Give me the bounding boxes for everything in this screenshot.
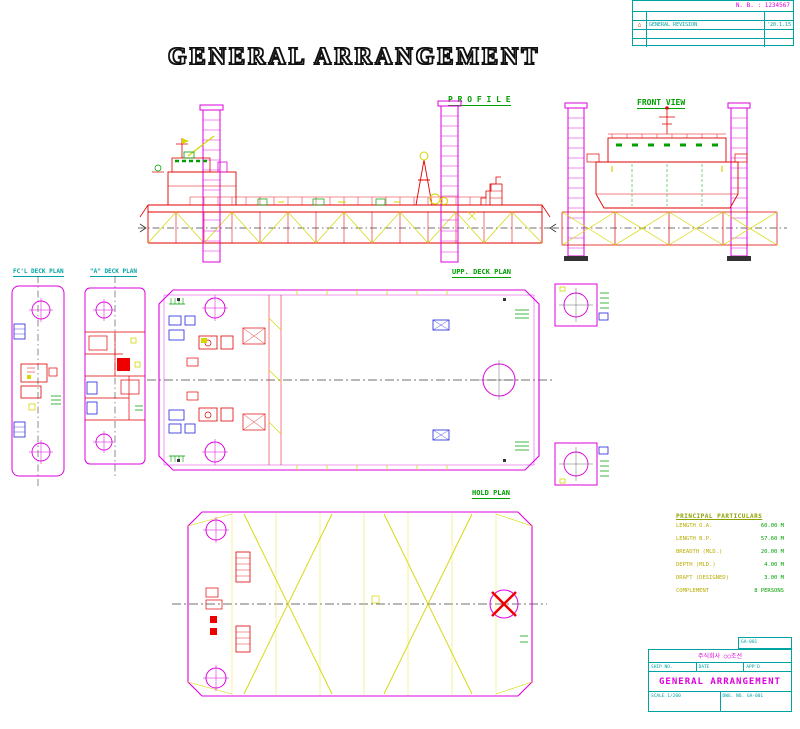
- particulars-title: PRINCIPAL PARTICULARS: [676, 513, 763, 520]
- particular-value: 57.60 M: [760, 536, 784, 542]
- title-block: 주식회사 ○○조선 SHIP NO. DATE APP'D GENERAL AR…: [648, 649, 792, 712]
- revision-date: [765, 12, 793, 20]
- particular-label: DEPTH (MLD.): [676, 562, 716, 568]
- revision-row: [633, 11, 793, 20]
- profile-spud-legs: [199, 100, 462, 263]
- particular-value: 8 PERSONS: [754, 588, 784, 594]
- profile-accommodation-stair: [476, 176, 503, 206]
- hold-misc: [371, 595, 528, 643]
- particular-label: LENGTH O.A.: [676, 523, 713, 529]
- particular-label: BREADTH (MLD.): [676, 549, 723, 555]
- upper-deck-machinery: [168, 295, 282, 465]
- a-deck-plan-drawing: [84, 276, 146, 476]
- revision-block: N. B. : 1234567 △ GENERAL REVISION '20.1…: [632, 0, 794, 47]
- spud-well-detail-bottom: [554, 442, 609, 486]
- revision-row: △ GENERAL REVISION '20.1.15: [633, 20, 793, 29]
- fcl-deck-plan-drawing: [11, 276, 65, 486]
- particulars-row: BREADTH (MLD.) 20.00 M: [676, 549, 784, 556]
- revision-note: GENERAL REVISION: [647, 21, 765, 29]
- particular-label: COMPLEMENT: [676, 588, 710, 594]
- drawing-title: GENERAL ARRANGEMENT: [649, 672, 791, 692]
- particular-label: DRAFT (DESIGNED): [676, 575, 729, 581]
- front-view-drawing: [552, 102, 787, 261]
- profile-hull: [139, 204, 551, 244]
- field-cell: SHIP NO.: [649, 663, 697, 671]
- upper-deck-fittings-right: [177, 290, 529, 470]
- revision-note: [647, 39, 765, 47]
- particulars-row: LENGTH O.A. 60.00 M: [676, 523, 784, 530]
- revision-note: [647, 12, 765, 20]
- profile-deck-railing: [189, 196, 487, 205]
- revision-date: [765, 39, 793, 47]
- field-cell: APP'D: [746, 665, 760, 670]
- profile-deckhouse: [152, 135, 237, 206]
- particular-value: 3.00 M: [764, 575, 784, 581]
- title-block-footer: SCALE 1/200 DWG. NO. GA-001: [649, 692, 791, 711]
- profile-deck-fittings: [257, 198, 477, 221]
- scale-cell: SCALE 1/200: [649, 692, 721, 711]
- particulars-row: LENGTH B.P. 57.60 M: [676, 536, 784, 543]
- revision-note: [647, 30, 765, 38]
- field-cell: DATE: [697, 663, 745, 671]
- revision-date: [765, 30, 793, 38]
- title-block-strip: GA-001: [738, 637, 792, 649]
- particular-label: LENGTH B.P.: [676, 536, 713, 542]
- particulars-row: DEPTH (MLD.) 4.00 M: [676, 562, 784, 569]
- front-truss: [561, 211, 778, 246]
- revision-mark: △: [633, 21, 647, 29]
- revision-mark: [633, 39, 647, 47]
- hold-crossed-well: [489, 589, 519, 619]
- revision-mark: [633, 12, 647, 20]
- title-block-fields: SHIP NO. DATE APP'D: [649, 663, 791, 672]
- profile-view-drawing: [138, 100, 558, 263]
- upper-deck-moonpool: [479, 360, 519, 400]
- hold-access-ladders: [205, 551, 251, 653]
- profile-truss-bracing: [147, 211, 543, 244]
- hold-spud-wells: [203, 517, 229, 691]
- hold-bracing: [187, 513, 533, 695]
- fcl-equipment: [13, 323, 61, 438]
- principal-particulars-table: PRINCIPAL PARTICULARS LENGTH O.A. 60.00 …: [676, 514, 784, 602]
- particulars-row: COMPLEMENT 8 PERSONS: [676, 588, 784, 595]
- profile-aframe-crane: [415, 151, 448, 206]
- revision-row: [633, 38, 793, 47]
- profile-view-label: P R O F I L E: [448, 95, 511, 106]
- upper-deck-plan-drawing: [147, 289, 552, 471]
- dwg-no-cell: DWG. NO. GA-001: [722, 694, 764, 699]
- upper-deck-plan-label: UPP. DECK PLAN: [452, 268, 512, 278]
- adeck-equipment: [86, 337, 143, 415]
- particulars-row: DRAFT (DESIGNED) 3.00 M: [676, 575, 784, 582]
- hold-plan-label: HOLD PLAN: [472, 489, 510, 499]
- profile-sea-marks: [139, 223, 557, 233]
- company-name: 주식회사 ○○조선: [649, 650, 791, 663]
- deck-inner-line: [163, 294, 535, 466]
- spud-well-detail-top: [554, 283, 609, 327]
- front-hull: [586, 153, 748, 209]
- particular-value: 60.00 M: [760, 523, 784, 529]
- revision-mark: [633, 30, 647, 38]
- hold-frames: [231, 513, 497, 695]
- hold-plan-drawing: [172, 511, 547, 697]
- drawing-number: N. B. : 1234567: [735, 2, 790, 9]
- particular-value: 20.00 M: [760, 549, 784, 555]
- deck-outline: [158, 289, 540, 471]
- sheet-title: GENERAL ARRANGEMENT: [167, 43, 541, 70]
- upper-deck-spud-wells: [202, 295, 228, 465]
- fcl-spud-wells: [29, 298, 53, 464]
- adeck-rooms: [85, 331, 145, 421]
- deck-outline: [11, 285, 65, 477]
- front-deckhouse: [607, 106, 727, 163]
- front-leg-footings: [564, 256, 751, 261]
- adeck-spud-wells: [93, 299, 115, 453]
- a-deck-plan-label: "A" DECK PLAN: [90, 268, 137, 277]
- hold-outline: [187, 511, 533, 697]
- revision-date: '20.1.15: [767, 22, 792, 28]
- revision-row: [633, 29, 793, 38]
- particular-value: 4.00 M: [764, 562, 784, 568]
- front-spud-legs: [564, 102, 751, 257]
- front-view-label: FRONT VIEW: [637, 98, 686, 109]
